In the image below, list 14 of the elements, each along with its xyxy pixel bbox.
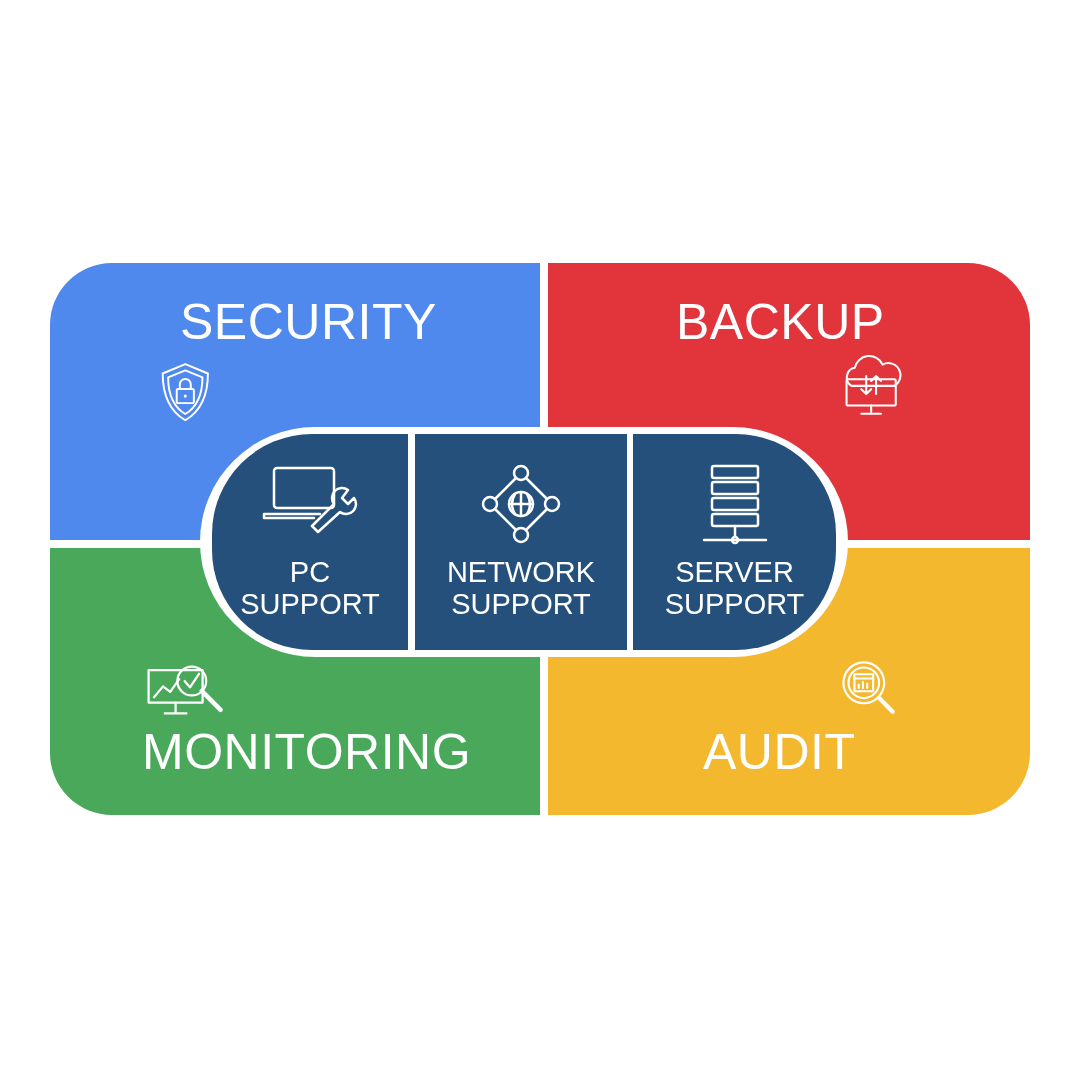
section-title: MONITORING [142, 723, 472, 781]
section-title: AUDIT [703, 723, 856, 781]
service-label: NETWORK SUPPORT [445, 556, 597, 620]
monitoring-panel [50, 657, 540, 815]
service-label: SERVER SUPPORT [663, 556, 806, 620]
section-title: BACKUP [676, 293, 885, 351]
service-panel [415, 434, 627, 650]
service-panel [212, 434, 408, 650]
security-panel [50, 263, 540, 427]
service-label: PC SUPPORT [239, 556, 381, 620]
service-panel [633, 434, 836, 650]
section-title: SECURITY [180, 293, 437, 351]
audit-panel [548, 657, 1030, 815]
backup-panel [548, 263, 1030, 427]
